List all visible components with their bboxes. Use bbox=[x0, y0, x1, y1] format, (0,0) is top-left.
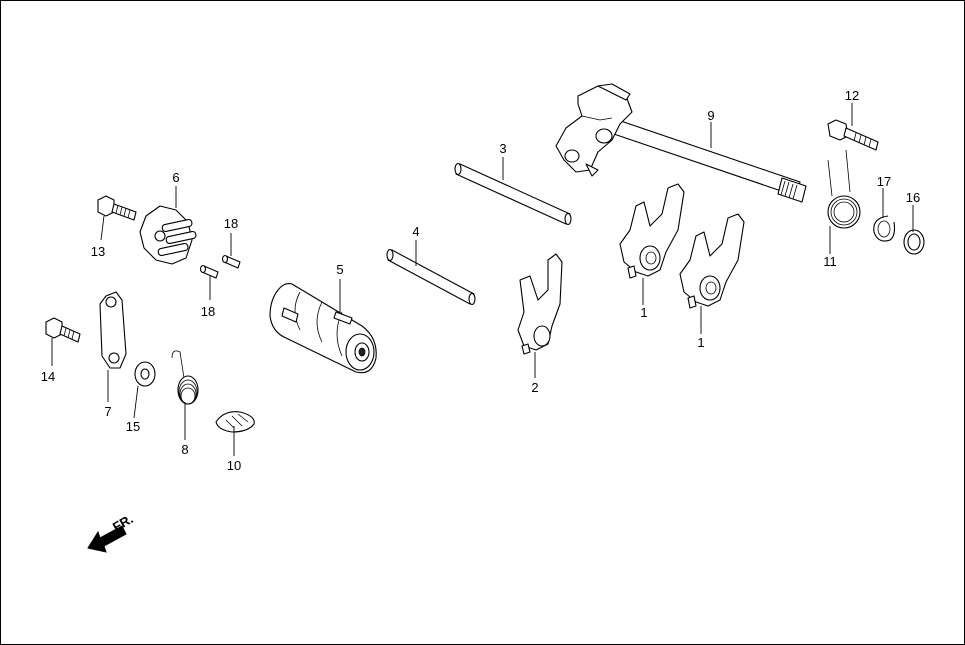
part-3-fork-shaft bbox=[454, 162, 572, 226]
part-16-washer bbox=[903, 229, 925, 255]
part-17-circlip bbox=[873, 215, 896, 242]
part-4-fork-shaft bbox=[386, 248, 476, 306]
part-18-pin-upper bbox=[221, 254, 241, 269]
label-8: 8 bbox=[181, 442, 188, 457]
label-18-upper: 18 bbox=[224, 216, 238, 231]
part-13-bolt bbox=[97, 195, 137, 221]
part-11-spring bbox=[827, 149, 861, 229]
part-8-spring bbox=[171, 350, 199, 405]
part-2-shift-fork bbox=[517, 253, 563, 355]
label-7: 7 bbox=[104, 404, 111, 419]
label-15: 15 bbox=[126, 419, 140, 434]
part-12-bolt bbox=[827, 119, 879, 151]
label-2: 2 bbox=[531, 380, 538, 395]
part-18-pin-lower bbox=[199, 264, 219, 279]
label-12: 12 bbox=[845, 88, 859, 103]
part-1-shift-fork-a bbox=[619, 183, 685, 279]
label-5: 5 bbox=[336, 262, 343, 277]
label-10: 10 bbox=[227, 458, 241, 473]
part-7-stopper-arm bbox=[99, 291, 127, 369]
part-14-bolt bbox=[45, 317, 81, 343]
label-4: 4 bbox=[412, 224, 419, 239]
label-11: 11 bbox=[823, 254, 837, 269]
part-1-shift-fork-b bbox=[679, 213, 745, 309]
part-9-gearshift-spindle bbox=[555, 83, 807, 203]
label-6: 6 bbox=[172, 170, 179, 185]
front-direction-indicator: FR. bbox=[87, 511, 136, 553]
callout-labels: 6 13 18 18 5 4 3 9 12 17 16 11 1 1 2 14 … bbox=[41, 88, 920, 473]
label-17: 17 bbox=[877, 174, 891, 189]
part-6-drum-center bbox=[139, 205, 197, 265]
label-9: 9 bbox=[707, 108, 714, 123]
part-15-washer bbox=[134, 361, 156, 387]
front-arrow-icon bbox=[87, 525, 127, 553]
label-18-lower: 18 bbox=[201, 304, 215, 319]
part-10-cam-plate bbox=[215, 411, 255, 433]
label-13: 13 bbox=[91, 244, 105, 259]
label-3: 3 bbox=[499, 141, 506, 156]
label-1-a: 1 bbox=[640, 305, 647, 320]
leader-lines bbox=[51, 103, 914, 456]
label-14: 14 bbox=[41, 369, 55, 384]
label-16: 16 bbox=[906, 190, 920, 205]
label-1-b: 1 bbox=[697, 335, 704, 350]
part-5-shift-drum bbox=[269, 283, 377, 374]
